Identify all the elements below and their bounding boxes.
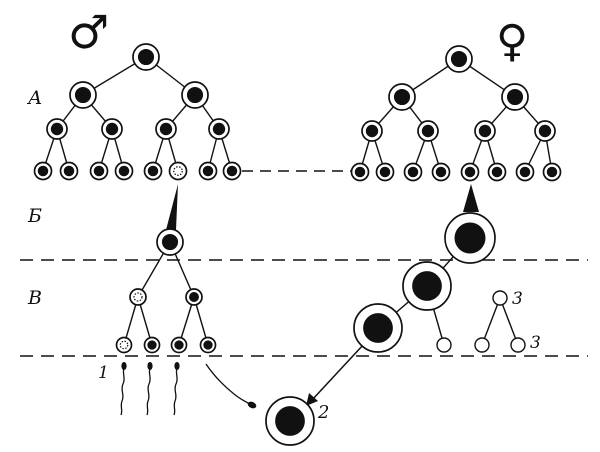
fertilization-arrow bbox=[311, 343, 365, 401]
polar-body-cell bbox=[492, 290, 508, 306]
secondary-spermatocyte-cell bbox=[129, 288, 147, 306]
female-level3-cell bbox=[431, 162, 451, 182]
secondary-oocyte-cell bbox=[402, 261, 452, 311]
male-level1-cell bbox=[181, 81, 209, 109]
sperm-head-1 bbox=[121, 362, 127, 370]
sperm-head-3 bbox=[174, 362, 180, 370]
female-level2-cell bbox=[417, 120, 439, 142]
male-level1-cell bbox=[69, 81, 97, 109]
female-root-cell bbox=[445, 45, 473, 73]
spermatid-cell bbox=[115, 336, 133, 354]
female-level2-cell bbox=[474, 120, 496, 142]
arrow-head bbox=[306, 393, 318, 406]
tree-edge bbox=[499, 297, 519, 346]
polar-body-cell bbox=[474, 337, 490, 353]
sperm-1 bbox=[120, 367, 125, 416]
ootid-cell bbox=[353, 303, 403, 353]
female-level3-cell bbox=[350, 162, 370, 182]
female-level3-cell bbox=[542, 162, 562, 182]
male-level2-cell bbox=[101, 118, 123, 140]
male-level3-cell bbox=[59, 161, 79, 181]
stage-label-b: Б bbox=[27, 205, 42, 227]
male-level3-cell bbox=[143, 161, 163, 181]
female-level1-cell bbox=[501, 83, 529, 111]
callout-polar-body-lower: 3 bbox=[530, 333, 541, 353]
stage-label-a: А bbox=[26, 87, 42, 109]
female-level3-cell bbox=[403, 162, 423, 182]
stage-label-c: В bbox=[27, 287, 42, 309]
sperm-head-2 bbox=[147, 362, 153, 370]
female-level3-cell bbox=[375, 162, 395, 182]
male-level3-cell bbox=[114, 161, 134, 181]
primary-oocyte-cell bbox=[444, 212, 496, 264]
female-level3-cell bbox=[460, 162, 480, 182]
spermatid-cell bbox=[199, 336, 217, 354]
callout-sperm: 1 bbox=[98, 363, 109, 383]
spermatid-cell bbox=[170, 336, 188, 354]
male-level3-cell bbox=[89, 161, 109, 181]
male-symbol: ♂ bbox=[68, 5, 109, 59]
growth-wedge-female bbox=[463, 184, 479, 212]
sperm-group bbox=[120, 363, 251, 416]
sperm-heads bbox=[121, 362, 257, 409]
zygote-cell bbox=[265, 396, 315, 446]
male-level3-cell bbox=[198, 161, 218, 181]
female-level2-cell bbox=[534, 120, 556, 142]
sperm-3 bbox=[173, 367, 178, 416]
male-root-cell bbox=[132, 43, 160, 71]
spermatid-cell bbox=[143, 336, 161, 354]
callout-zygote: 2 bbox=[317, 402, 329, 423]
female-level3-cell bbox=[515, 162, 535, 182]
primary-spermatocyte-cell bbox=[156, 228, 184, 256]
tree-edge bbox=[481, 297, 501, 346]
polar-body-cell bbox=[510, 337, 526, 353]
female-level2-cell bbox=[361, 120, 383, 142]
female-symbol: ♀ bbox=[496, 16, 528, 67]
callout-polar-body-upper: 3 bbox=[512, 289, 523, 309]
sperm-head-4 bbox=[247, 401, 257, 409]
growth-wedge-male bbox=[166, 184, 178, 230]
female-level3-cell bbox=[487, 162, 507, 182]
male-level3-cell bbox=[222, 161, 242, 181]
male-level3-cell bbox=[33, 161, 53, 181]
female-level1-cell bbox=[388, 83, 416, 111]
secondary-spermatocyte-cell bbox=[185, 288, 203, 306]
cells bbox=[33, 43, 562, 446]
male-level3-cell bbox=[168, 161, 188, 181]
male-level2-cell bbox=[46, 118, 68, 140]
sperm-2 bbox=[146, 367, 151, 416]
male-level2-cell bbox=[155, 118, 177, 140]
polar-body-cell bbox=[436, 337, 452, 353]
sperm-4 bbox=[205, 363, 251, 405]
male-level2-cell bbox=[208, 118, 230, 140]
